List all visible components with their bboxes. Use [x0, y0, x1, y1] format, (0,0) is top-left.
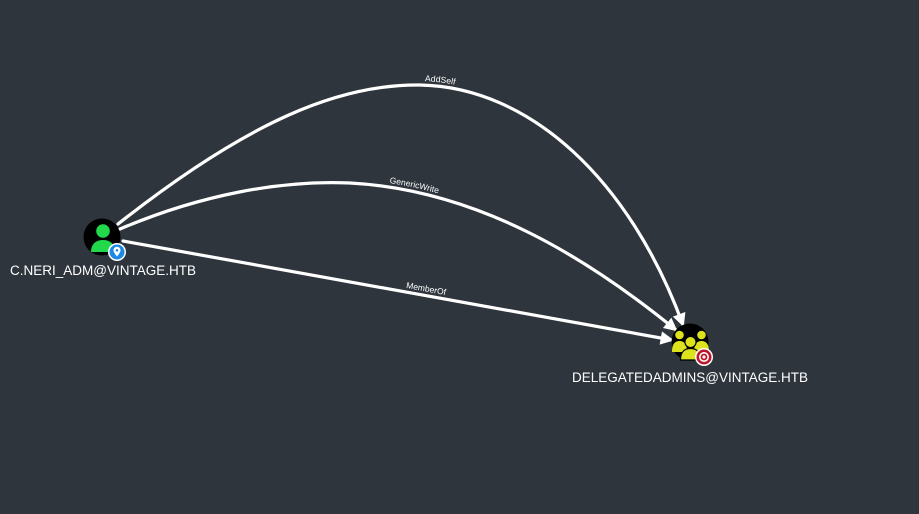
location-pin-icon	[108, 243, 126, 261]
group-icon	[672, 330, 709, 361]
edge-label-addself: AddSelf	[425, 73, 457, 87]
node-source-user[interactable]	[83, 218, 127, 262]
edge-genericwrite[interactable]: GenericWrite	[118, 175, 678, 332]
edge-addself[interactable]: AddSelf	[116, 73, 686, 327]
node-label-source: C.NERI_ADM@VINTAGE.HTB	[10, 263, 196, 278]
node-label-target: DELEGATEDADMINS@VINTAGE.HTB	[572, 370, 808, 385]
target-icon	[695, 348, 713, 366]
edge-memberof[interactable]: MemberOf	[121, 239, 674, 345]
node-target-group[interactable]	[671, 323, 714, 367]
